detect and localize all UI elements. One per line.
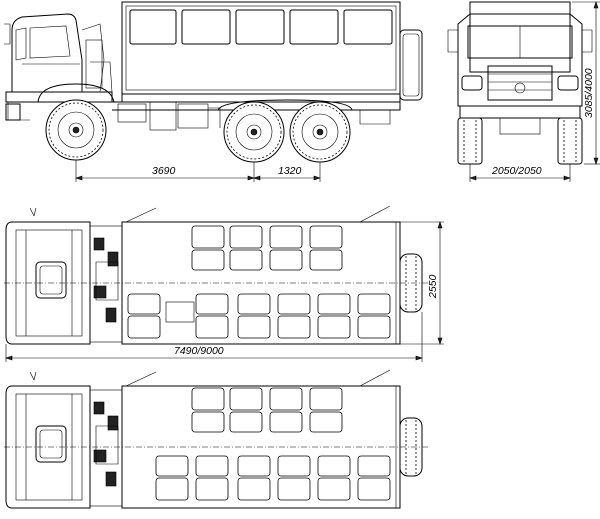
overall-length-dimension [5, 312, 423, 362]
rear-wheel-2 [289, 101, 351, 163]
height-dimension [572, 1, 600, 165]
front-wheel [45, 99, 107, 161]
wheelbase-front-label: 3690 [152, 165, 176, 177]
front-view: 3085/4000 2050/2050 [447, 1, 600, 182]
top-view-layout-1: 2550 7490/9000 [4, 205, 444, 362]
side-view: 3690 1320 [4, 1, 423, 182]
overall-length-label: 7490/9000 [174, 345, 224, 357]
wheelbase-rear-label: 1320 [278, 165, 302, 177]
track-width-label: 2050/2050 [491, 165, 542, 177]
top-view-layout-2 [4, 369, 430, 509]
seats-top-row-2 [191, 387, 343, 433]
body-width-label: 2550 [427, 274, 439, 299]
track-dimension [469, 164, 571, 182]
rear-wheel-1 [223, 101, 285, 163]
passenger-body-side [121, 1, 423, 103]
wheelbase-dimension [75, 160, 321, 182]
height-label: 3085/4000 [583, 68, 595, 118]
seats-bottom-row-2 [155, 455, 391, 501]
seats-bottom-row-1 [127, 293, 391, 339]
cab-side [4, 13, 113, 121]
seats-top-row-1 [191, 225, 343, 271]
